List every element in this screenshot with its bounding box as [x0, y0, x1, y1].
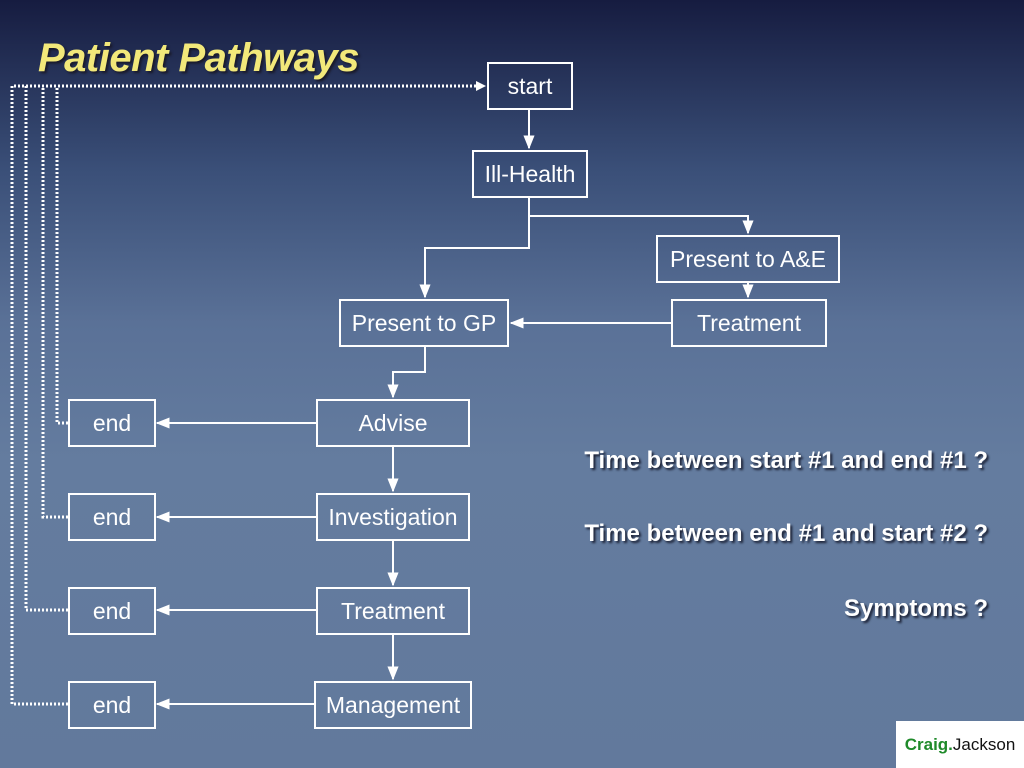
node-management-label: Management [325, 691, 461, 718]
node-start: start [487, 62, 573, 110]
question-start-end: Time between start #1 and end #1 ? [584, 447, 988, 474]
node-treatment-ae-label: Treatment [697, 309, 801, 336]
node-investigation-label: Investigation [328, 503, 458, 530]
node-present-gp-label: Present to GP [351, 309, 497, 336]
loop-end2-to-start [41, 86, 68, 519]
node-end-4-label: end [92, 691, 132, 718]
node-treatment-label: Treatment [341, 597, 445, 624]
node-advise: Advise [316, 399, 470, 447]
node-end-1: end [68, 399, 156, 447]
loop-end3-to-start [24, 86, 68, 612]
node-investigation: Investigation [316, 493, 470, 541]
arrow-illhealth-to-ae [528, 198, 754, 235]
craig-jackson-logo: Craig.Jackson [896, 721, 1024, 768]
node-end-2-label: end [92, 503, 132, 530]
node-end-3: end [68, 587, 156, 635]
arrow-gp-to-advise [387, 347, 426, 399]
node-present-gp: Present to GP [339, 299, 509, 347]
loop-end1-to-start [55, 86, 68, 425]
node-advise-label: Advise [358, 409, 428, 436]
logo-last-name: Jackson [952, 734, 1016, 754]
node-end-3-label: end [92, 597, 132, 624]
arrow-illhealth-to-gp [419, 216, 530, 299]
node-treatment-ae: Treatment [671, 299, 827, 347]
node-treatment: Treatment [316, 587, 470, 635]
node-end-1-label: end [92, 409, 132, 436]
question-symptoms: Symptoms ? [843, 595, 988, 622]
slide-title: Patient Pathways [38, 36, 360, 80]
loop-end4-to-start [10, 84, 476, 706]
node-start-label: start [507, 72, 553, 99]
node-present-ae: Present to A&E [656, 235, 840, 283]
logo-first-name: Craig. [904, 734, 953, 754]
loop-arrowhead [476, 81, 486, 91]
node-present-ae-label: Present to A&E [670, 245, 826, 272]
node-ill-health-label: Ill-Health [484, 160, 576, 187]
question-end-start: Time between end #1 and start #2 ? [584, 520, 988, 547]
node-ill-health: Ill-Health [472, 150, 588, 198]
node-end-2: end [68, 493, 156, 541]
node-management: Management [314, 681, 472, 729]
node-end-4: end [68, 681, 156, 729]
